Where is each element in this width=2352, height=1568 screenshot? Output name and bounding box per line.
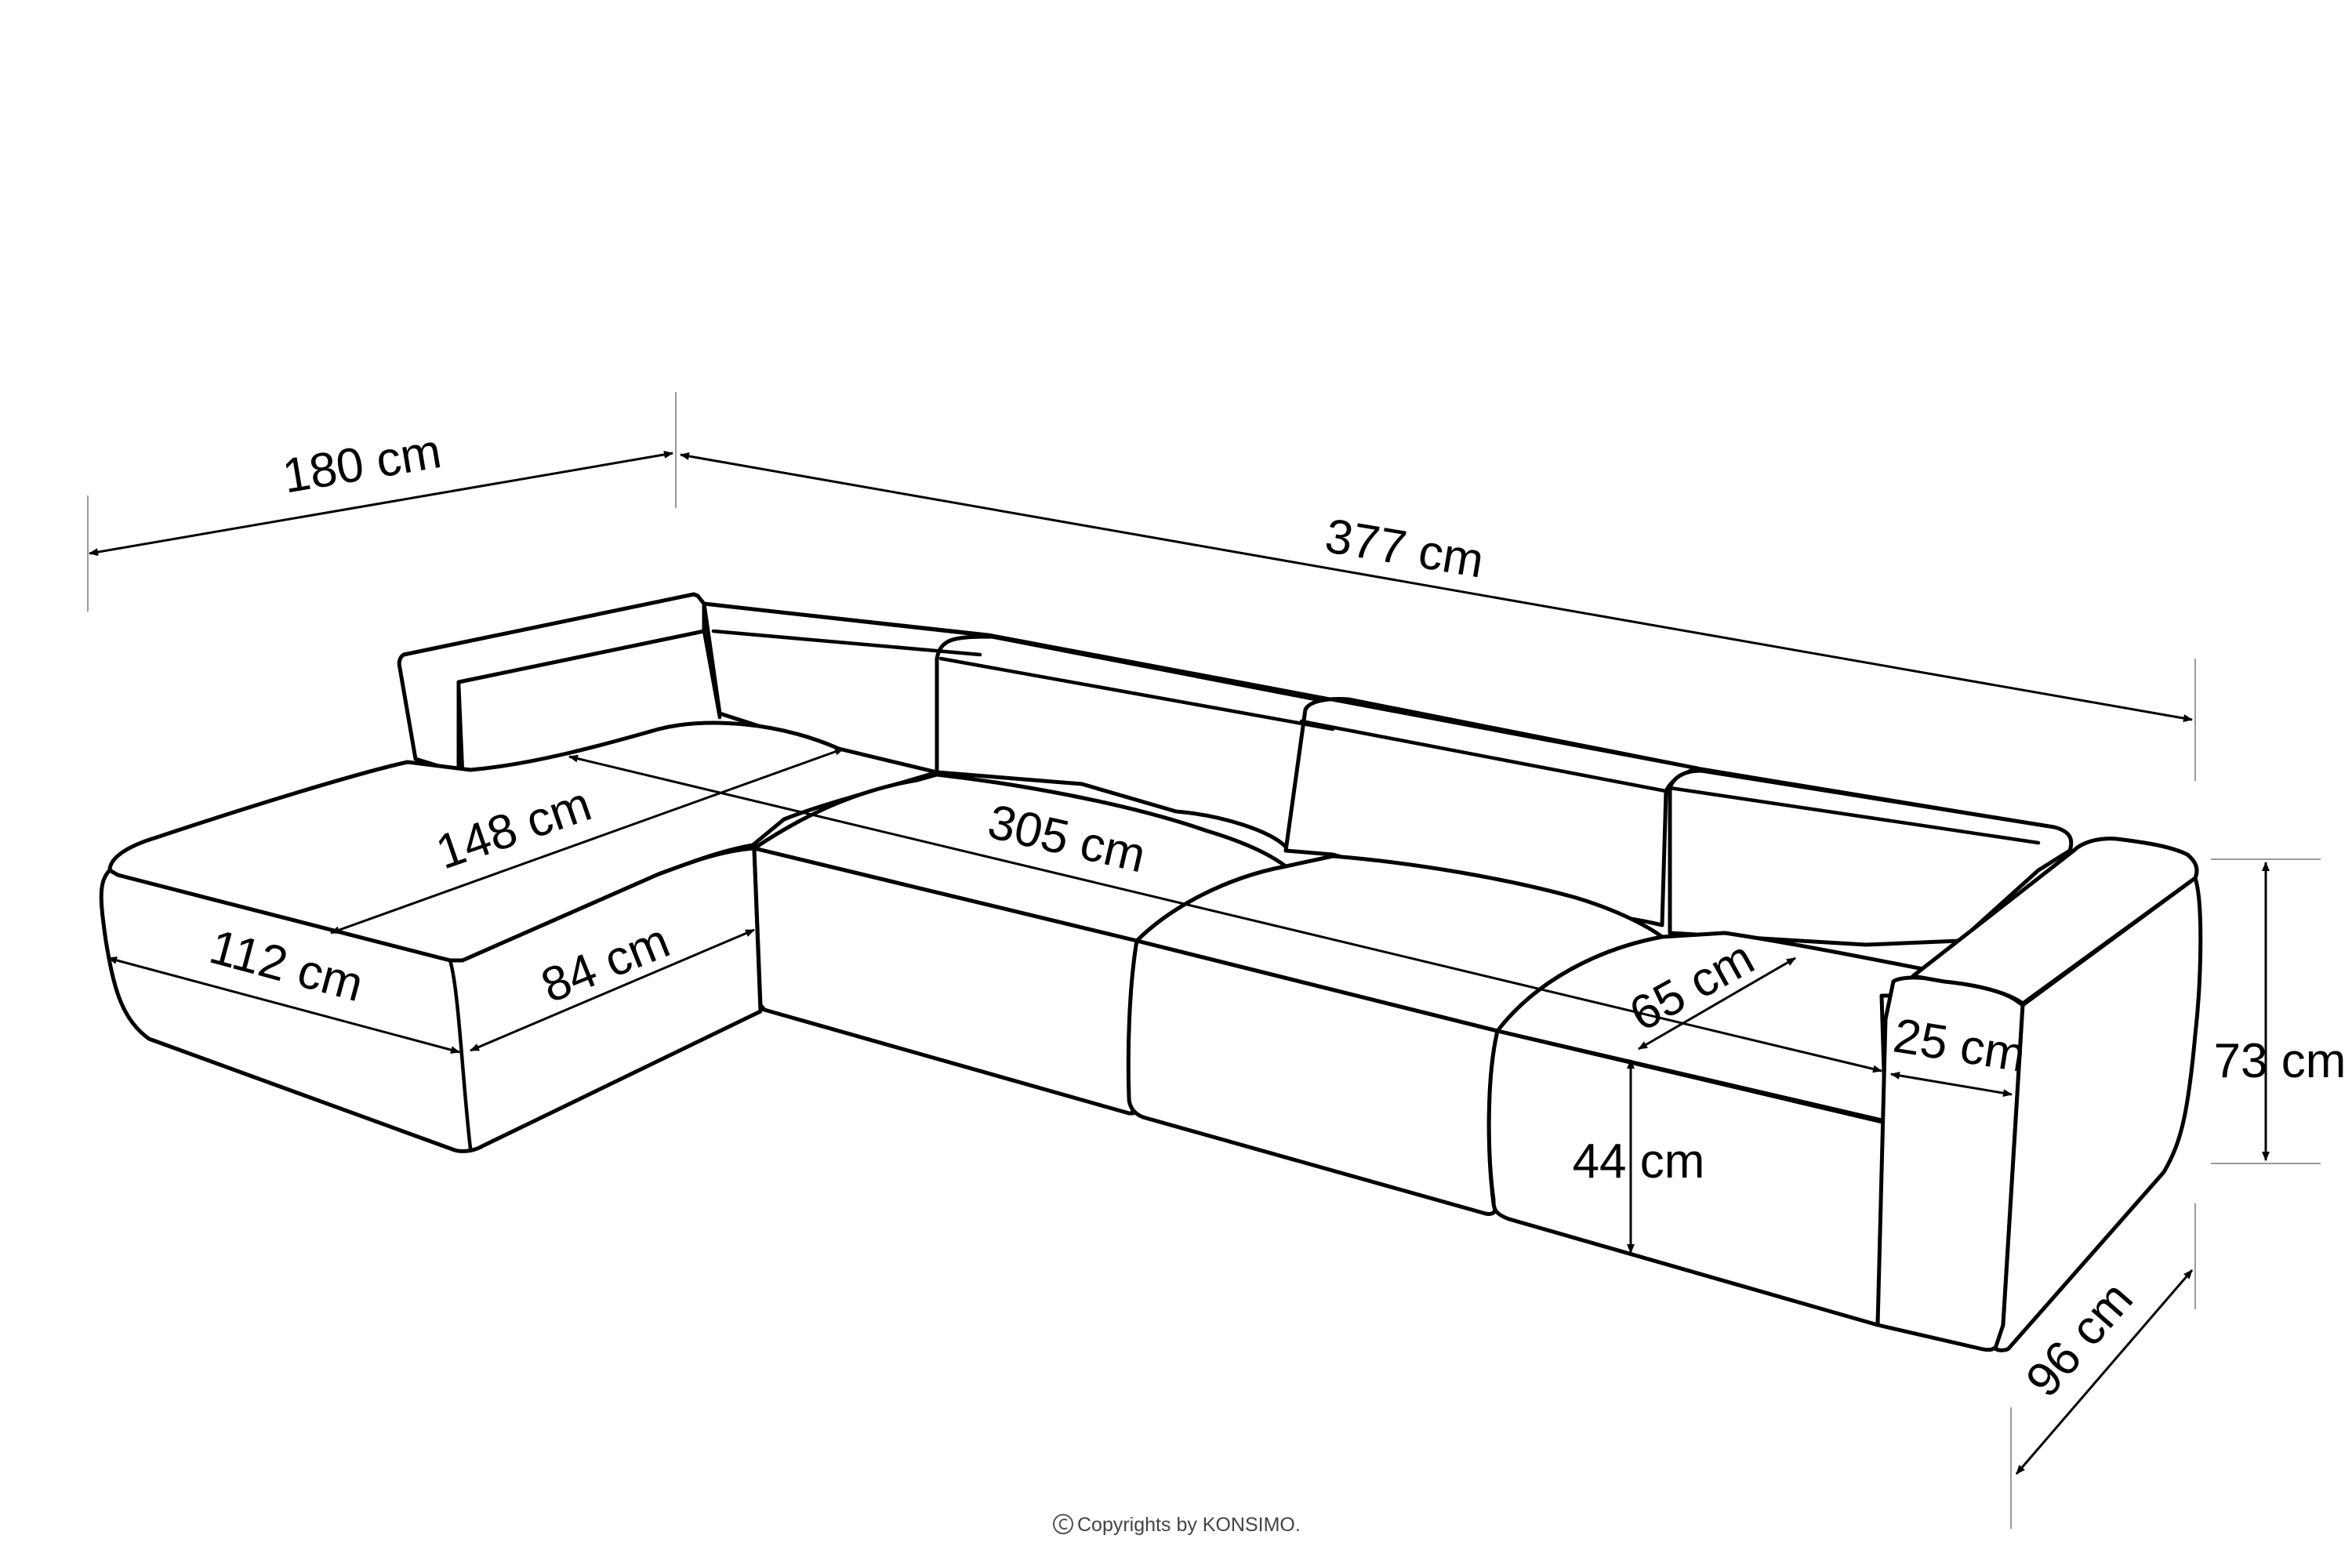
label-180: 180 cm	[279, 424, 445, 504]
right-armrest-side	[1993, 876, 2203, 1352]
sofa-drawing	[99, 592, 2203, 1352]
arrow-84	[470, 928, 755, 1052]
copyright-icon	[1053, 1514, 1073, 1534]
copyright-icon-c	[1058, 1519, 1068, 1530]
arrow-112	[107, 956, 460, 1054]
copyright: Copyrights by KONSIMO.	[1053, 1514, 1301, 1536]
label-44: 44 cm	[1573, 1134, 1705, 1189]
arrow-377	[680, 452, 2193, 723]
extension-lines	[87, 392, 2321, 1529]
right-armrest-top	[1911, 837, 2199, 1006]
dimension-arrows	[89, 450, 2270, 1475]
arrow-180	[89, 450, 673, 557]
arrow-65	[1638, 956, 1796, 1051]
label-73: 73 cm	[2214, 1034, 2347, 1088]
arrow-25	[1890, 1071, 2013, 1098]
copyright-text: Copyrights by KONSIMO.	[1077, 1514, 1301, 1536]
base-block-3	[1486, 1029, 1888, 1327]
label-377: 377 cm	[1321, 509, 1487, 589]
arrow-96	[2015, 1269, 2194, 1475]
